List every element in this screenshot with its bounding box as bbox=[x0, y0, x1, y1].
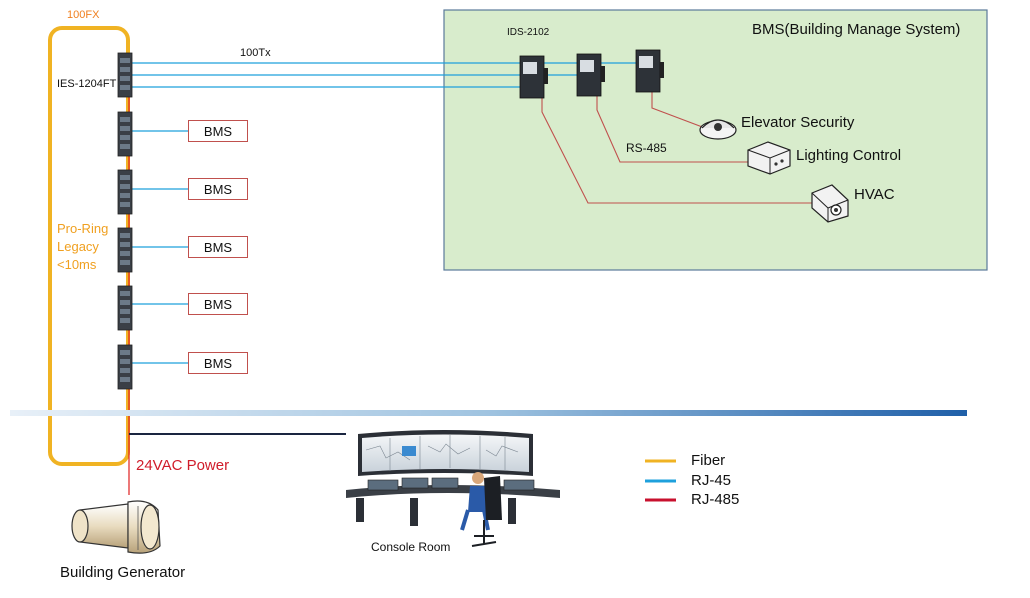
switch-unit bbox=[117, 227, 133, 273]
rs485-lines bbox=[541, 92, 812, 204]
device-label-elevator: Elevator Security bbox=[741, 114, 855, 131]
switch-unit bbox=[117, 285, 133, 331]
elevator-camera-icon bbox=[699, 119, 737, 140]
device-label-lighting: Lighting Control bbox=[796, 147, 902, 164]
bms-box: BMS bbox=[188, 120, 248, 142]
switch-unit bbox=[117, 52, 133, 98]
console-room-label: Console Room bbox=[371, 540, 451, 554]
generator-label: Building Generator bbox=[60, 564, 186, 581]
console-room-icon bbox=[346, 430, 560, 547]
bms-box: BMS bbox=[188, 293, 248, 315]
switch-unit bbox=[117, 169, 133, 215]
power-label: 24VAC Power bbox=[136, 457, 230, 474]
legend-label-rj485: RJ-485 bbox=[691, 491, 740, 508]
converter-1 bbox=[519, 55, 548, 99]
ring-text-line-2: Legacy bbox=[57, 239, 99, 254]
lighting-control-icon bbox=[747, 141, 791, 175]
legend-label-rj45: RJ-45 bbox=[691, 472, 732, 489]
uplink-label: 100Tx bbox=[240, 47, 271, 59]
bms-box: BMS bbox=[188, 178, 248, 200]
legend-label-fiber: Fiber bbox=[691, 452, 726, 469]
switch-unit bbox=[117, 344, 133, 390]
ring-text-line-1: Pro-Ring bbox=[57, 221, 109, 236]
ring-text-line-3: <10ms bbox=[57, 257, 97, 272]
converter-3 bbox=[635, 49, 664, 93]
converter-2 bbox=[576, 53, 605, 97]
bms-box: BMS bbox=[188, 236, 248, 258]
converter-label: IDS-2102 bbox=[507, 27, 550, 38]
bms-panel bbox=[443, 9, 988, 271]
generator-icon bbox=[71, 500, 161, 554]
device-label-hvac: HVAC bbox=[854, 186, 895, 203]
switch-label: IES-1204FT bbox=[57, 78, 117, 90]
panel-title: BMS(Building Manage System) bbox=[752, 21, 961, 38]
bms-branch-lines bbox=[129, 130, 188, 364]
uplink-lines bbox=[132, 62, 640, 88]
serial-label: RS-485 bbox=[626, 141, 667, 155]
hvac-unit-icon bbox=[811, 184, 849, 223]
switch-unit bbox=[117, 111, 133, 157]
legend-swatches bbox=[645, 459, 676, 502]
section-divider bbox=[10, 410, 967, 416]
switch-stack bbox=[117, 52, 133, 390]
ring-top-label: 100FX bbox=[67, 9, 100, 21]
bms-box: BMS bbox=[188, 352, 248, 374]
